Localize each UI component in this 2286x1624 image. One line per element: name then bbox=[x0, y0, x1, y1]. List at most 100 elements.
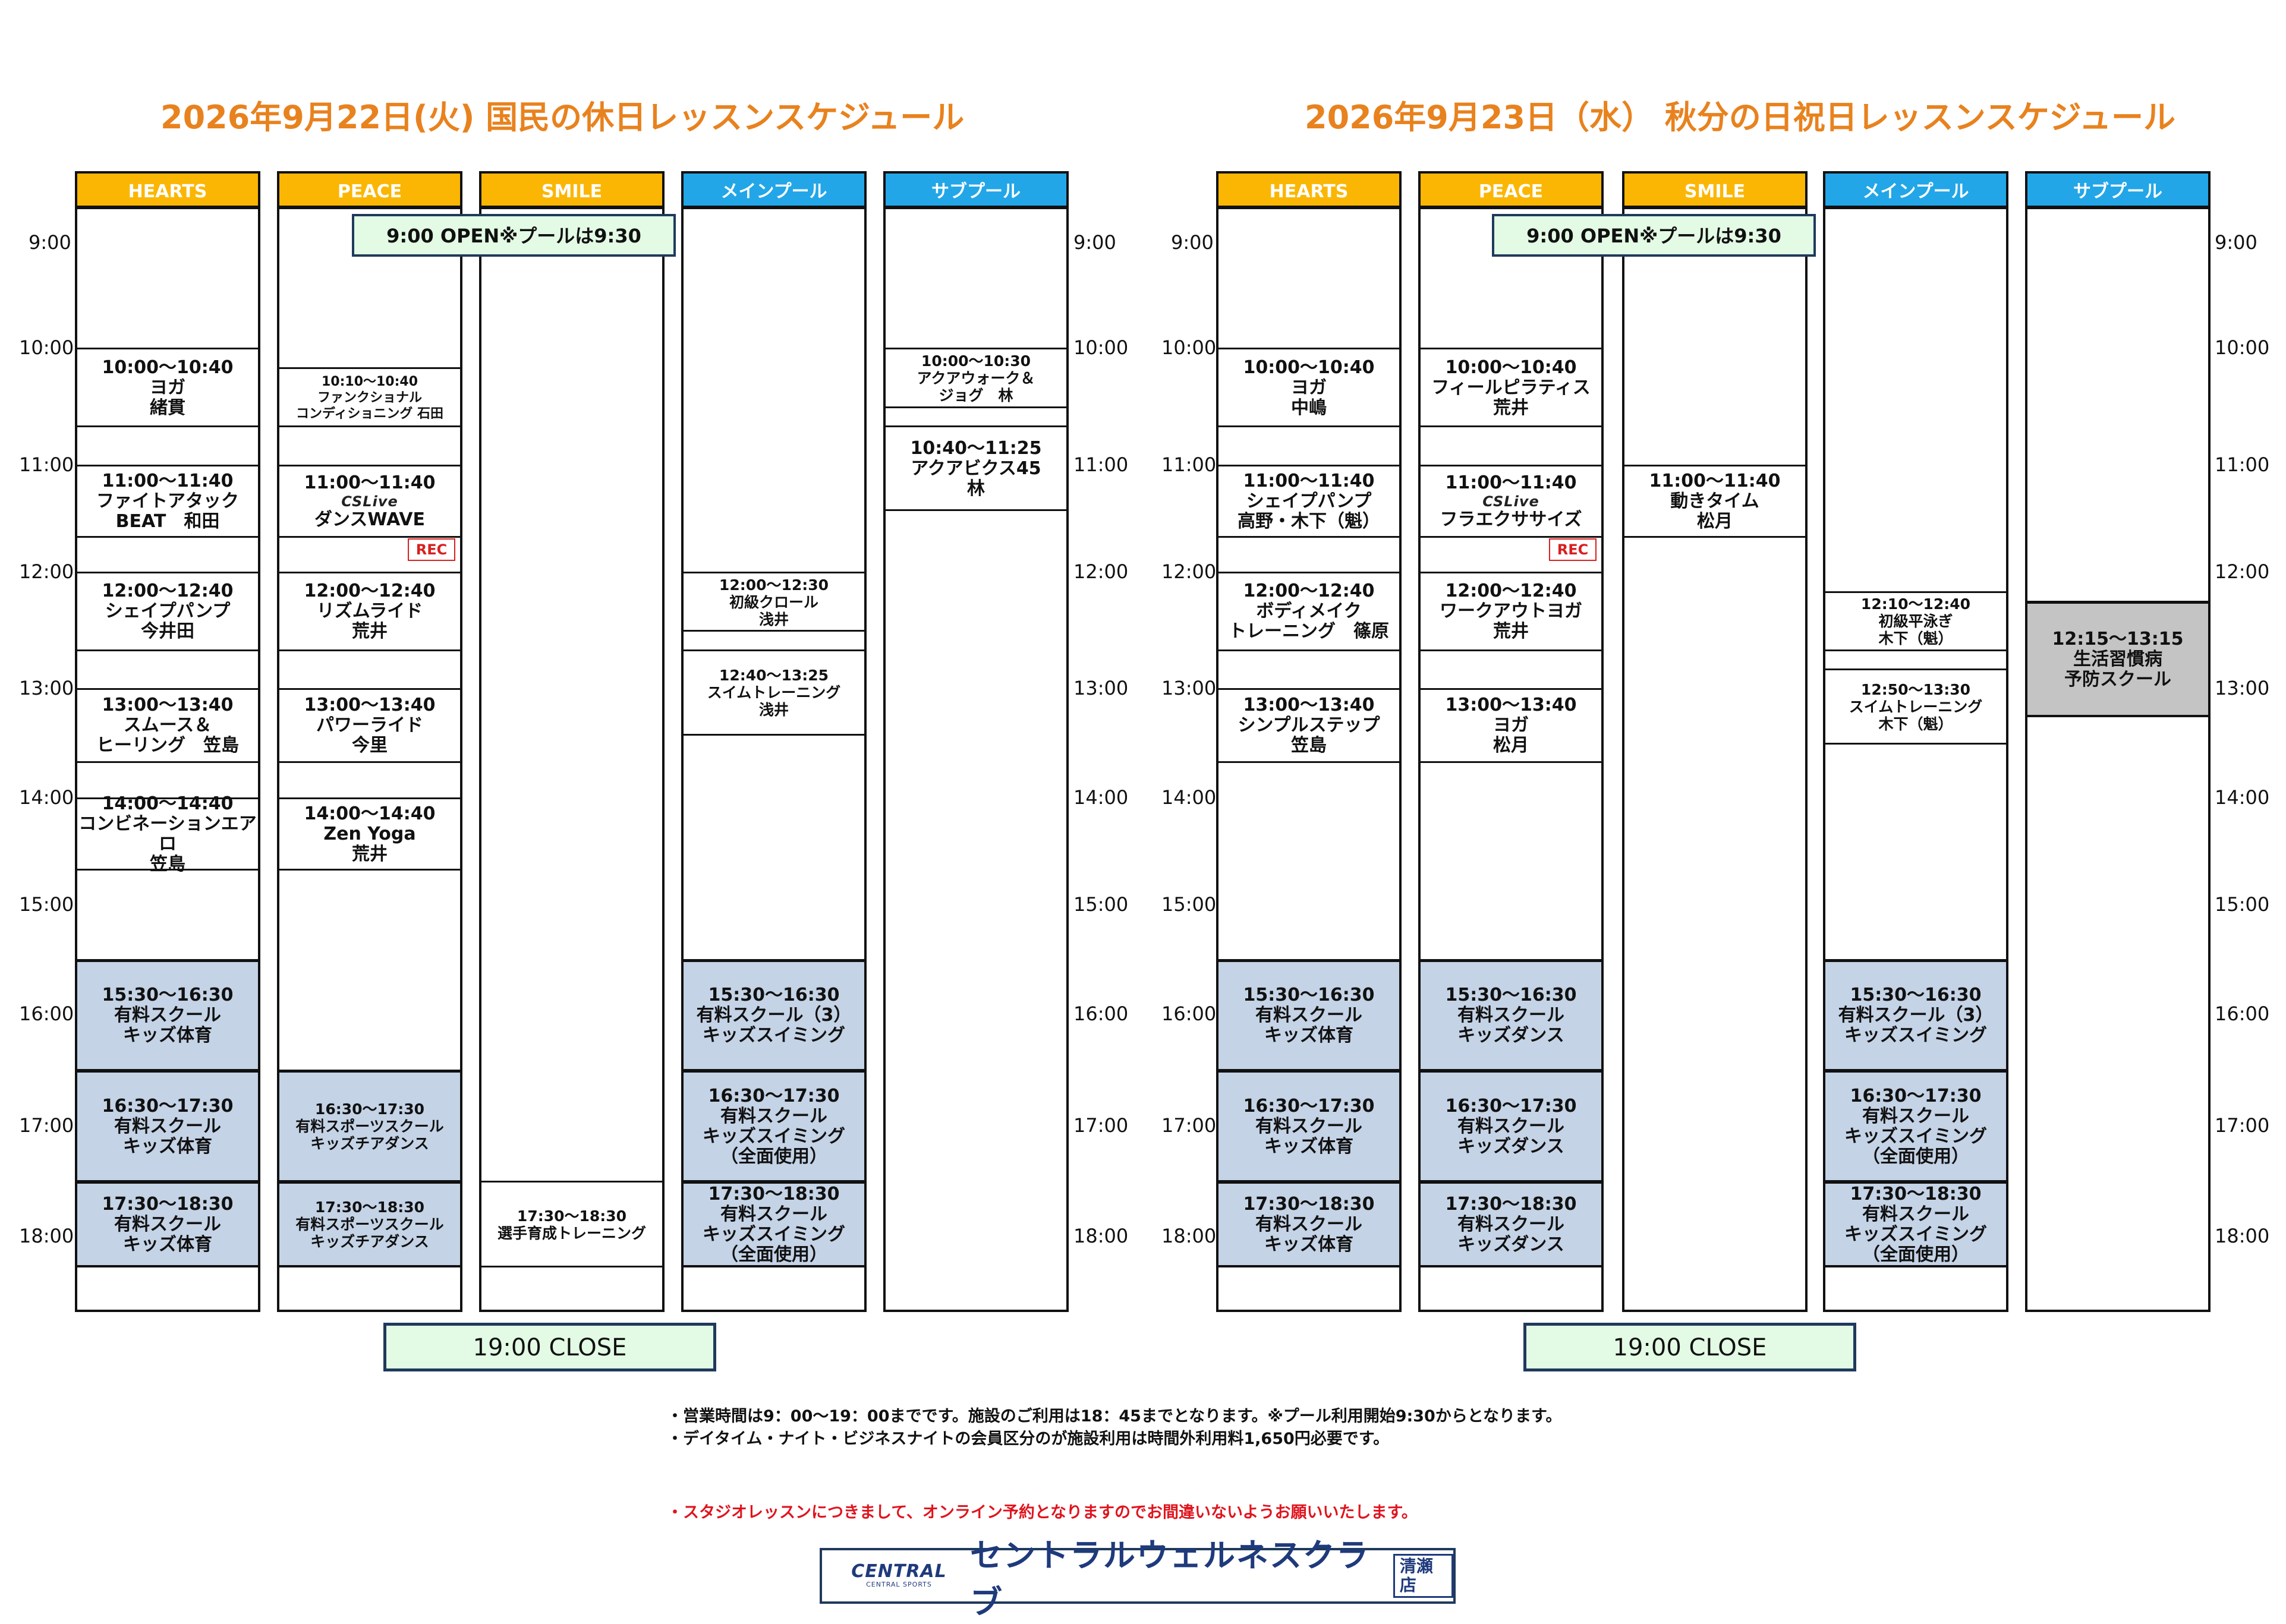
close-time-banner-right: 19:00 CLOSE bbox=[1523, 1323, 1856, 1371]
lesson-text: キッズ体育 bbox=[1264, 1136, 1353, 1157]
schedule-title-right: 2026年9月23日（水） 秋分の日祝日レッスンスケジュール bbox=[1305, 99, 2175, 136]
column-header-5: サブプール bbox=[883, 171, 1069, 208]
lesson-divider bbox=[77, 649, 258, 651]
lesson-divider bbox=[1421, 688, 1601, 690]
lesson-divider bbox=[77, 797, 258, 799]
note-online-reservation: ・スタジオレッスンにつきまして、オンライン予約となりますのでお間違いないようお願… bbox=[667, 1503, 1418, 1522]
lesson-divider bbox=[1218, 649, 1399, 651]
lesson-text: ファイトアタック bbox=[96, 491, 239, 512]
lesson-text: Zen Yoga bbox=[323, 824, 416, 844]
column-header-3: SMILE bbox=[1622, 171, 1808, 208]
close-time-banner-left: 19:00 CLOSE bbox=[383, 1323, 716, 1371]
lesson-text: 有料スクール bbox=[720, 1203, 827, 1225]
lesson-text: アクアビクス45 bbox=[911, 458, 1041, 479]
lesson-text: 有料スクール bbox=[1862, 1203, 1969, 1225]
club-logo: CENTRAL CENTRAL SPORTS セントラルウェルネスクラブ 清瀬店 bbox=[820, 1537, 1456, 1621]
time-label: 16:00 bbox=[19, 1002, 74, 1025]
time-label: 11:00 bbox=[1073, 453, 1129, 476]
note-member-fee: ・デイタイム・ナイト・ビジネスナイトの会員区分のが施設利用は時間外利用料1,65… bbox=[667, 1430, 1390, 1448]
lesson-divider bbox=[1218, 959, 1399, 961]
open-time-banner-left: 9:00 OPEN※プールは9:30 bbox=[352, 214, 676, 257]
time-label: 18:00 bbox=[19, 1225, 74, 1247]
lesson-time: 11:00～11:40 bbox=[102, 471, 234, 491]
lesson-divider bbox=[1825, 1070, 2006, 1071]
column-header-5: サブプール bbox=[2025, 171, 2211, 208]
lesson-text: ヒーリング 笠島 bbox=[96, 735, 239, 756]
lesson-divider bbox=[279, 649, 460, 651]
lesson-time: 16:30～17:30 bbox=[102, 1095, 234, 1117]
note-business-hours: ・営業時間は9：00～19：00までです。施設のご利用は18：45までとなります… bbox=[667, 1407, 1562, 1426]
lesson-text: キッズダンス bbox=[1457, 1025, 1564, 1046]
lesson-text: フラエクササイズ bbox=[1440, 509, 1582, 530]
lesson-divider bbox=[1218, 1070, 1399, 1071]
time-label: 13:00 bbox=[1073, 677, 1129, 699]
lesson-text: 有料スポーツスクール bbox=[295, 1118, 444, 1135]
time-label: 14:00 bbox=[1161, 786, 1217, 809]
time-label: 14:00 bbox=[19, 786, 74, 809]
lesson-text: キッズスイミング bbox=[703, 1125, 845, 1147]
lesson-time: 13:00～13:40 bbox=[304, 695, 436, 716]
lesson-text: 有料スクール bbox=[1255, 1213, 1362, 1235]
lesson-time: 15:30～16:30 bbox=[1243, 985, 1375, 1005]
lesson-divider bbox=[684, 630, 864, 632]
lesson-divider bbox=[1421, 761, 1601, 763]
lesson-text: シェイプパンプ bbox=[105, 601, 231, 622]
lesson-divider bbox=[1421, 536, 1601, 538]
logo-mark-subtext: CENTRAL SPORTS bbox=[866, 1581, 932, 1588]
central-sports-logo-mark: CENTRAL CENTRAL SPORTS bbox=[846, 1559, 952, 1593]
lesson-time: 15:30～16:30 bbox=[1850, 985, 1982, 1005]
lesson-divider bbox=[279, 688, 460, 690]
lesson-time: 16:30～17:30 bbox=[708, 1085, 840, 1106]
lesson-text: 木下（魁） bbox=[1878, 630, 1953, 648]
lesson-time: 10:00～10:40 bbox=[1445, 357, 1577, 378]
lesson-text: 松月 bbox=[1697, 511, 1733, 532]
column-header-3: SMILE bbox=[479, 171, 665, 208]
lesson-time: 11:00～11:40 bbox=[304, 472, 436, 493]
lesson-divider bbox=[279, 797, 460, 799]
lesson-text: シェイプパンプ bbox=[1246, 491, 1372, 512]
lesson-text: ヨガ bbox=[1493, 715, 1529, 736]
lesson-divider bbox=[886, 425, 1066, 428]
lesson-text: キッズスイミング bbox=[703, 1025, 845, 1046]
time-label: 16:00 bbox=[1161, 1002, 1217, 1025]
lesson-text: ダンスWAVE bbox=[314, 509, 426, 530]
lesson-text: 荒井 bbox=[1493, 621, 1529, 642]
lesson-time: 12:00～12:30 bbox=[719, 576, 829, 594]
lesson-divider bbox=[1825, 668, 2006, 671]
lesson-time: 17:30～18:30 bbox=[1445, 1193, 1577, 1215]
lesson-text: スイムトレーニング bbox=[707, 684, 841, 702]
lesson-text: キッズスイミング bbox=[1844, 1223, 1987, 1245]
lesson-text: （全面使用） bbox=[720, 1244, 827, 1265]
lesson-time: 17:30～18:30 bbox=[102, 1193, 234, 1215]
time-label: 13:00 bbox=[19, 677, 74, 699]
lesson-time: 15:30～16:30 bbox=[708, 985, 840, 1005]
lesson-divider bbox=[279, 1070, 460, 1071]
time-label: 11:00 bbox=[19, 453, 74, 476]
lesson-text: 選手育成トレーニング bbox=[497, 1224, 646, 1242]
lesson-text: キッズチアダンス bbox=[310, 1135, 429, 1152]
lesson-text: 有料スクール bbox=[1457, 1213, 1564, 1235]
lesson-text: （全面使用） bbox=[720, 1146, 827, 1167]
lesson-time: 11:00～11:40 bbox=[1649, 471, 1781, 491]
lesson-text: コンディショニング 石田 bbox=[295, 406, 444, 421]
time-label: 12:00 bbox=[2215, 560, 2270, 583]
lesson-text: 有料スポーツスクール bbox=[295, 1216, 444, 1233]
lesson-text: ファンクショナル bbox=[317, 390, 422, 405]
lesson-divider bbox=[77, 465, 258, 466]
